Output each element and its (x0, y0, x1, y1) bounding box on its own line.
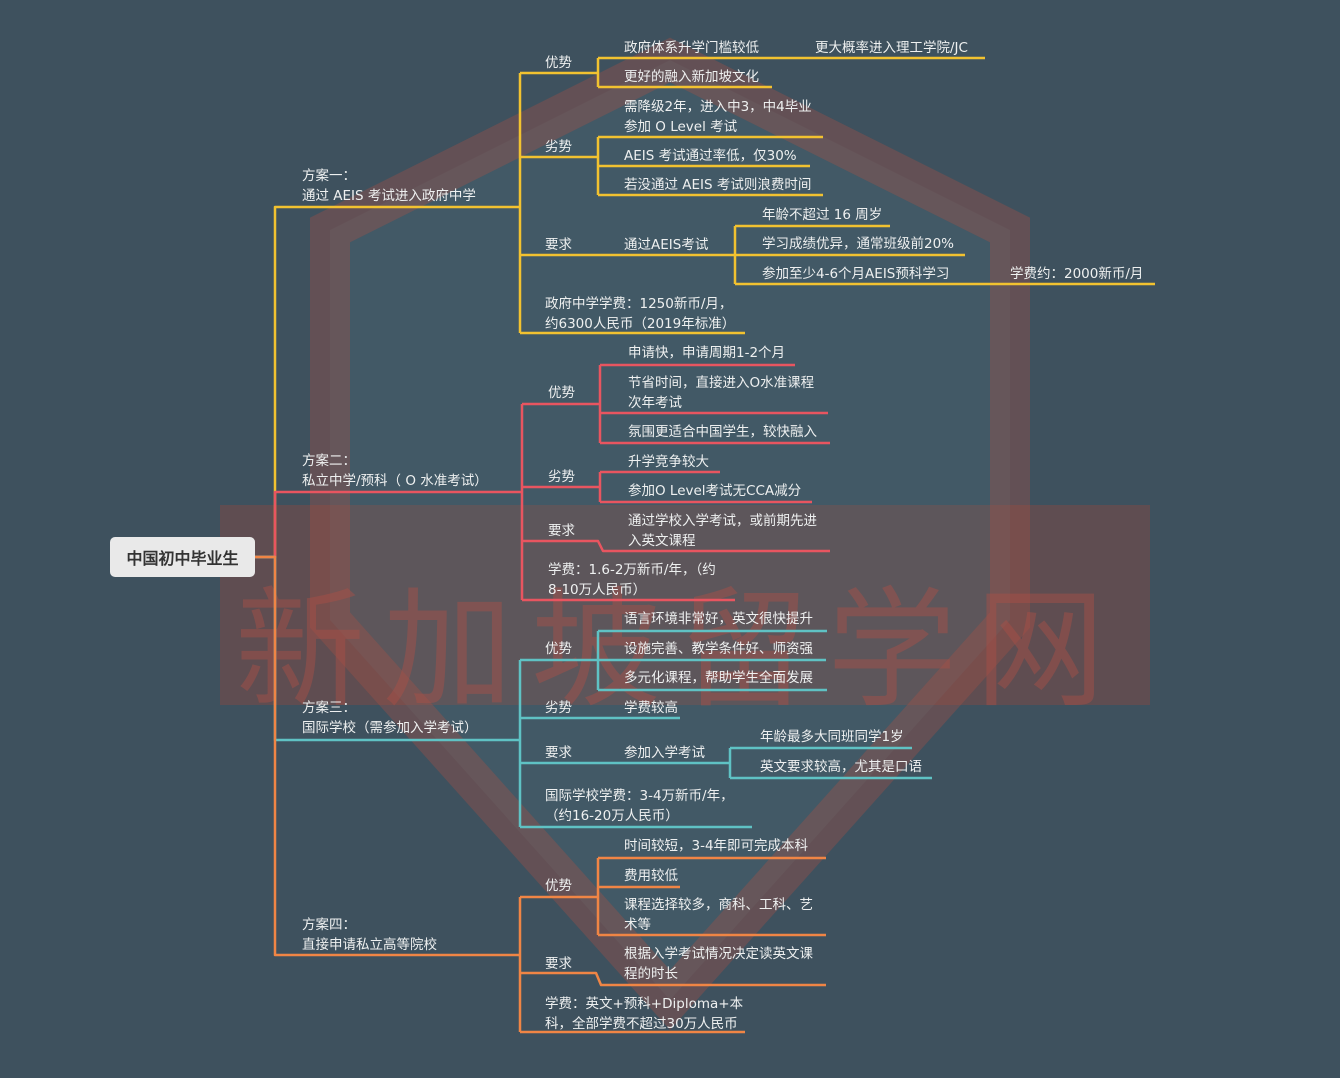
plan1-req-label[interactable]: 要求 (545, 237, 572, 253)
plan1-pro[interactable]: 政府体系升学门槛较低 (624, 40, 759, 56)
plan1-con[interactable]: AEIS 考试通过率低，仅30% (624, 148, 797, 164)
plan2-pros-label[interactable]: 优势 (548, 385, 575, 401)
plan4-pros-label[interactable]: 优势 (545, 878, 572, 894)
plan3-req-item[interactable]: 英文要求较高，尤其是口语 (760, 759, 922, 775)
plan4-req[interactable]: 根据入学考试情况决定读英文课 程的时长 (624, 946, 813, 982)
plan2-req[interactable]: 通过学校入学考试，或前期先进 入英文课程 (628, 513, 817, 549)
plan1-cons-label[interactable]: 劣势 (545, 139, 572, 155)
plan2-req-label[interactable]: 要求 (548, 523, 575, 539)
plan2-cons-label[interactable]: 劣势 (548, 469, 575, 485)
plan4-title[interactable]: 方案四： 直接申请私立高等院校 (302, 917, 437, 953)
plan1-req-note[interactable]: 学费约：2000新币/月 (1010, 266, 1144, 282)
plan1-req-item[interactable]: 年龄不超过 16 周岁 (762, 207, 883, 223)
plan1-con[interactable]: 需降级2年，进入中3，中4毕业 参加 O Level 考试 (624, 99, 812, 135)
plan1-fee[interactable]: 政府中学学费：1250新币/月， 约6300人民币（2019年标准） (545, 296, 736, 332)
plan1-con[interactable]: 若没通过 AEIS 考试则浪费时间 (624, 177, 812, 193)
plan3-pros-label[interactable]: 优势 (545, 641, 572, 657)
plan2-pro[interactable]: 氛围更适合中国学生，较快融入 (628, 424, 817, 440)
plan4-req-label[interactable]: 要求 (545, 956, 572, 972)
plan2-con[interactable]: 升学竞争较大 (628, 454, 709, 470)
plan1-pros-label[interactable]: 优势 (545, 55, 572, 71)
plan1-connectors (255, 56, 1155, 559)
plan3-cons-label[interactable]: 劣势 (545, 700, 572, 716)
plan1-req-item[interactable]: 参加至少4-6个月AEIS预科学习 (762, 266, 950, 282)
plan3-pro[interactable]: 多元化课程，帮助学生全面发展 (624, 670, 813, 686)
plan1-pro-note[interactable]: 更大概率进入理工学院/JC (815, 40, 968, 56)
plan3-req-item[interactable]: 年龄最多大同班同学1岁 (760, 729, 904, 745)
plan3-fee[interactable]: 国际学校学费：3-4万新币/年， （约16-20万人民币） (545, 788, 734, 824)
plan2-connectors (255, 363, 830, 602)
plan3-req[interactable]: 参加入学考试 (624, 745, 705, 761)
plan1-req[interactable]: 通过AEIS考试 (624, 237, 709, 253)
plan2-con[interactable]: 参加O Level考试无CCA减分 (628, 483, 802, 499)
plan2-pro[interactable]: 申请快，申请周期1-2个月 (628, 345, 786, 361)
plan4-pro[interactable]: 课程选择较多，商科、工科、艺 术等 (624, 897, 813, 933)
plan1-title[interactable]: 方案一： 通过 AEIS 考试进入政府中学 (302, 168, 476, 204)
plan2-fee[interactable]: 学费：1.6-2万新币/年，（约 8-10万人民币） (548, 562, 716, 598)
plan4-pro[interactable]: 费用较低 (624, 868, 678, 884)
plan4-pro[interactable]: 时间较短，3-4年即可完成本科 (624, 838, 809, 854)
plan3-pro[interactable]: 语言环境非常好，英文很快提升 (624, 611, 813, 627)
plan2-title[interactable]: 方案二： 私立中学/预科（ O 水准考试） (302, 453, 488, 489)
plan4-connectors (255, 555, 826, 1034)
plan1-pro[interactable]: 更好的融入新加坡文化 (624, 69, 759, 85)
plan4-fee[interactable]: 学费：英文+预科+Diploma+本 科，全部学费不超过30万人民币 (545, 996, 744, 1032)
plan2-pro[interactable]: 节省时间，直接进入O水准课程 次年考试 (628, 375, 815, 411)
plan1-req-item[interactable]: 学习成绩优异，通常班级前20% (762, 236, 955, 252)
watermark-band (220, 505, 1150, 705)
plan3-pro[interactable]: 设施完善、教学条件好、师资强 (624, 641, 813, 657)
plan3-title[interactable]: 方案三： 国际学校（需参加入学考试） (302, 700, 478, 736)
plan3-req-label[interactable]: 要求 (545, 745, 572, 761)
root-node[interactable]: 中国初中毕业生 (110, 537, 255, 577)
plan3-con[interactable]: 学费较高 (624, 700, 678, 716)
